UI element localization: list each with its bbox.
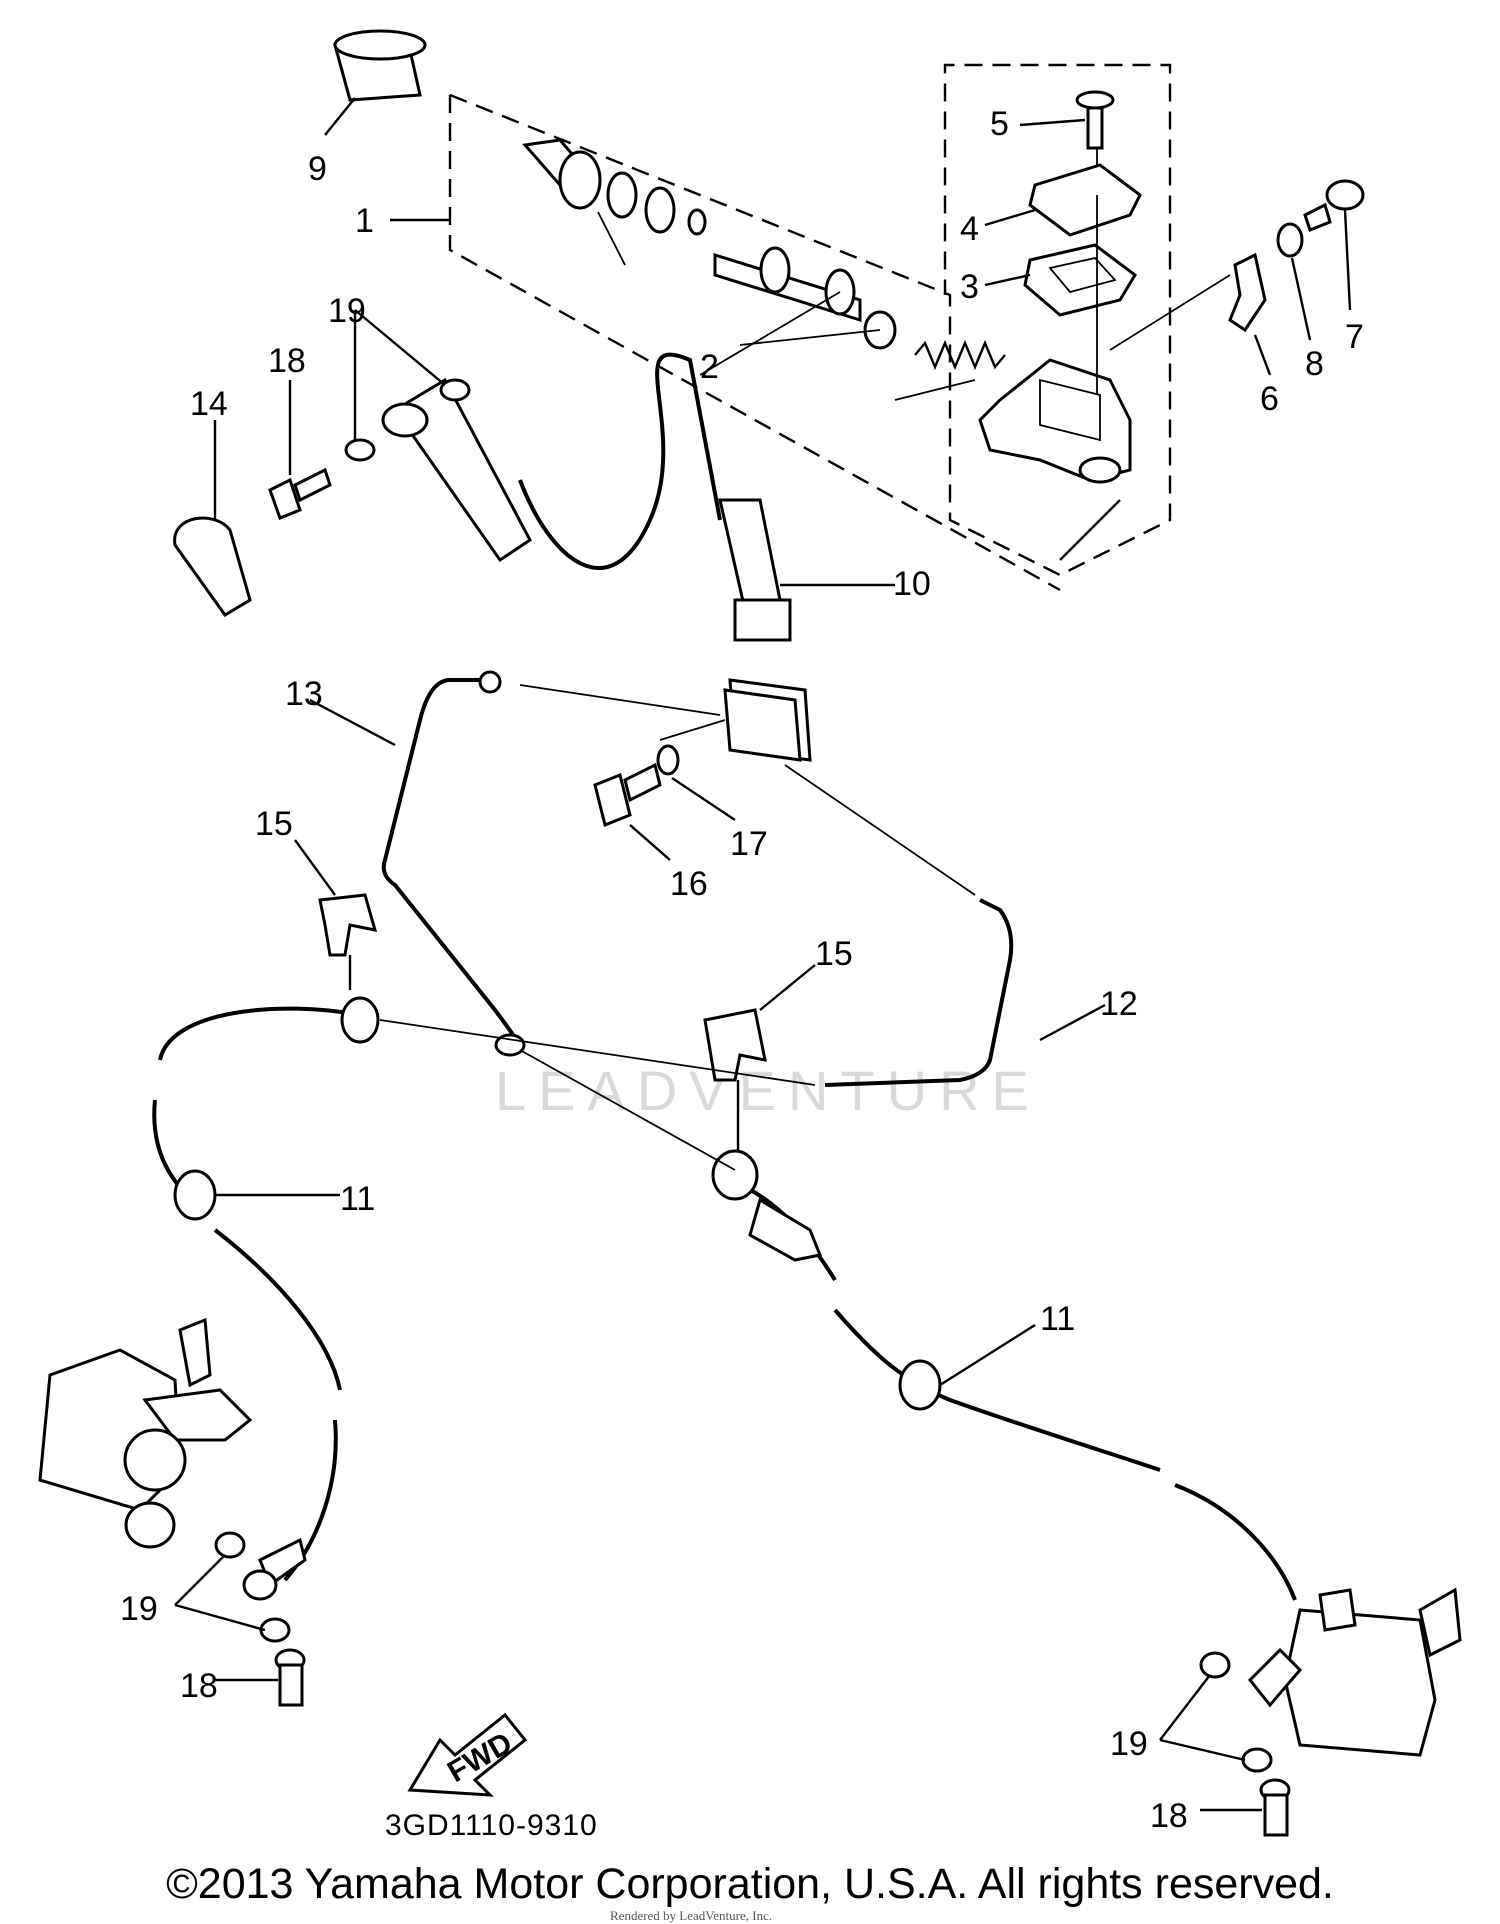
callout-19-top[interactable]: 19 xyxy=(328,292,366,330)
callout-18-left[interactable]: 18 xyxy=(180,1667,218,1705)
callout-10[interactable]: 10 xyxy=(893,565,931,603)
watermark: LEADVENTURE xyxy=(495,1059,1041,1122)
part-3-diaphragm[interactable] xyxy=(984,243,1137,317)
callout-1[interactable]: 1 xyxy=(355,202,374,240)
part-12-brake-pipe[interactable] xyxy=(784,764,1106,1087)
callout-9[interactable]: 9 xyxy=(308,150,327,188)
part-11-brake-hose-left[interactable] xyxy=(152,996,816,1601)
callout-3[interactable]: 3 xyxy=(960,268,979,306)
joint-block[interactable] xyxy=(659,688,802,762)
callout-18-top[interactable]: 18 xyxy=(268,342,306,380)
callout-2[interactable]: 2 xyxy=(700,348,719,386)
callout-11-left[interactable]: 11 xyxy=(340,1180,375,1218)
callout-19-left[interactable]: 19 xyxy=(120,1590,158,1628)
callout-7[interactable]: 7 xyxy=(1345,318,1364,356)
callout-labels: 1 2 3 4 5 6 7 8 9 10 11 11 12 13 14 15 1… xyxy=(120,105,1364,1835)
callout-19-right[interactable]: 19 xyxy=(1110,1725,1148,1763)
diagram-part-code: 3GD1110-9310 xyxy=(385,1809,598,1842)
part-4-reservoir-cap[interactable] xyxy=(984,163,1142,237)
part-18-bolt-upper[interactable] xyxy=(268,380,332,520)
part-9-sleeve[interactable] xyxy=(324,29,427,136)
fwd-arrow: FWD xyxy=(407,1712,528,1797)
master-cylinder-kit-outline xyxy=(448,63,1172,592)
upper-banjo-fitting xyxy=(381,377,532,563)
part-13-brake-pipe[interactable] xyxy=(309,670,721,1057)
part-19-washers-left[interactable] xyxy=(174,1554,291,1643)
caliper-left[interactable] xyxy=(38,1317,253,1559)
callout-11-right[interactable]: 11 xyxy=(1040,1300,1075,1338)
part-18-bolt-right[interactable] xyxy=(1200,1778,1291,1837)
callout-13[interactable]: 13 xyxy=(285,675,323,713)
master-cylinder-spring xyxy=(894,339,1006,401)
part-19-washers-upper[interactable] xyxy=(344,309,471,462)
callout-5[interactable]: 5 xyxy=(990,105,1009,143)
callout-18-right[interactable]: 18 xyxy=(1150,1797,1188,1835)
part-2-piston-assembly[interactable] xyxy=(522,138,897,376)
part-18-bolt-left[interactable] xyxy=(215,1648,306,1707)
master-cylinder-body[interactable] xyxy=(978,195,1132,484)
render-note: Rendered by LeadVenture, Inc. xyxy=(610,1908,773,1923)
part-6-bracket[interactable] xyxy=(1109,252,1272,376)
part-11-brake-hose-right[interactable] xyxy=(519,1049,1297,1601)
callout-12[interactable]: 12 xyxy=(1100,985,1138,1023)
part-16-bolt[interactable] xyxy=(593,762,671,861)
part-8-washer[interactable] xyxy=(1276,222,1312,341)
callout-8[interactable]: 8 xyxy=(1305,345,1324,383)
part-7-bolt[interactable] xyxy=(1303,179,1365,311)
callout-4[interactable]: 4 xyxy=(960,210,979,248)
callout-6[interactable]: 6 xyxy=(1260,380,1279,418)
callout-16[interactable]: 16 xyxy=(670,865,708,903)
part-15-clip-left[interactable] xyxy=(294,839,378,990)
callout-15-left[interactable]: 15 xyxy=(255,805,293,843)
part-19-washers-right[interactable] xyxy=(1159,1674,1273,1773)
part-15-clip-right[interactable] xyxy=(703,964,816,1160)
callout-15-right[interactable]: 15 xyxy=(815,935,853,973)
callout-14[interactable]: 14 xyxy=(190,385,228,423)
callout-17[interactable]: 17 xyxy=(730,825,768,863)
part-17-washer[interactable] xyxy=(656,744,736,821)
copyright-notice: ©2013 Yamaha Motor Corporation, U.S.A. A… xyxy=(166,1860,1334,1908)
part-14-cap[interactable] xyxy=(173,420,252,617)
caliper-right[interactable] xyxy=(1199,1587,1462,1757)
